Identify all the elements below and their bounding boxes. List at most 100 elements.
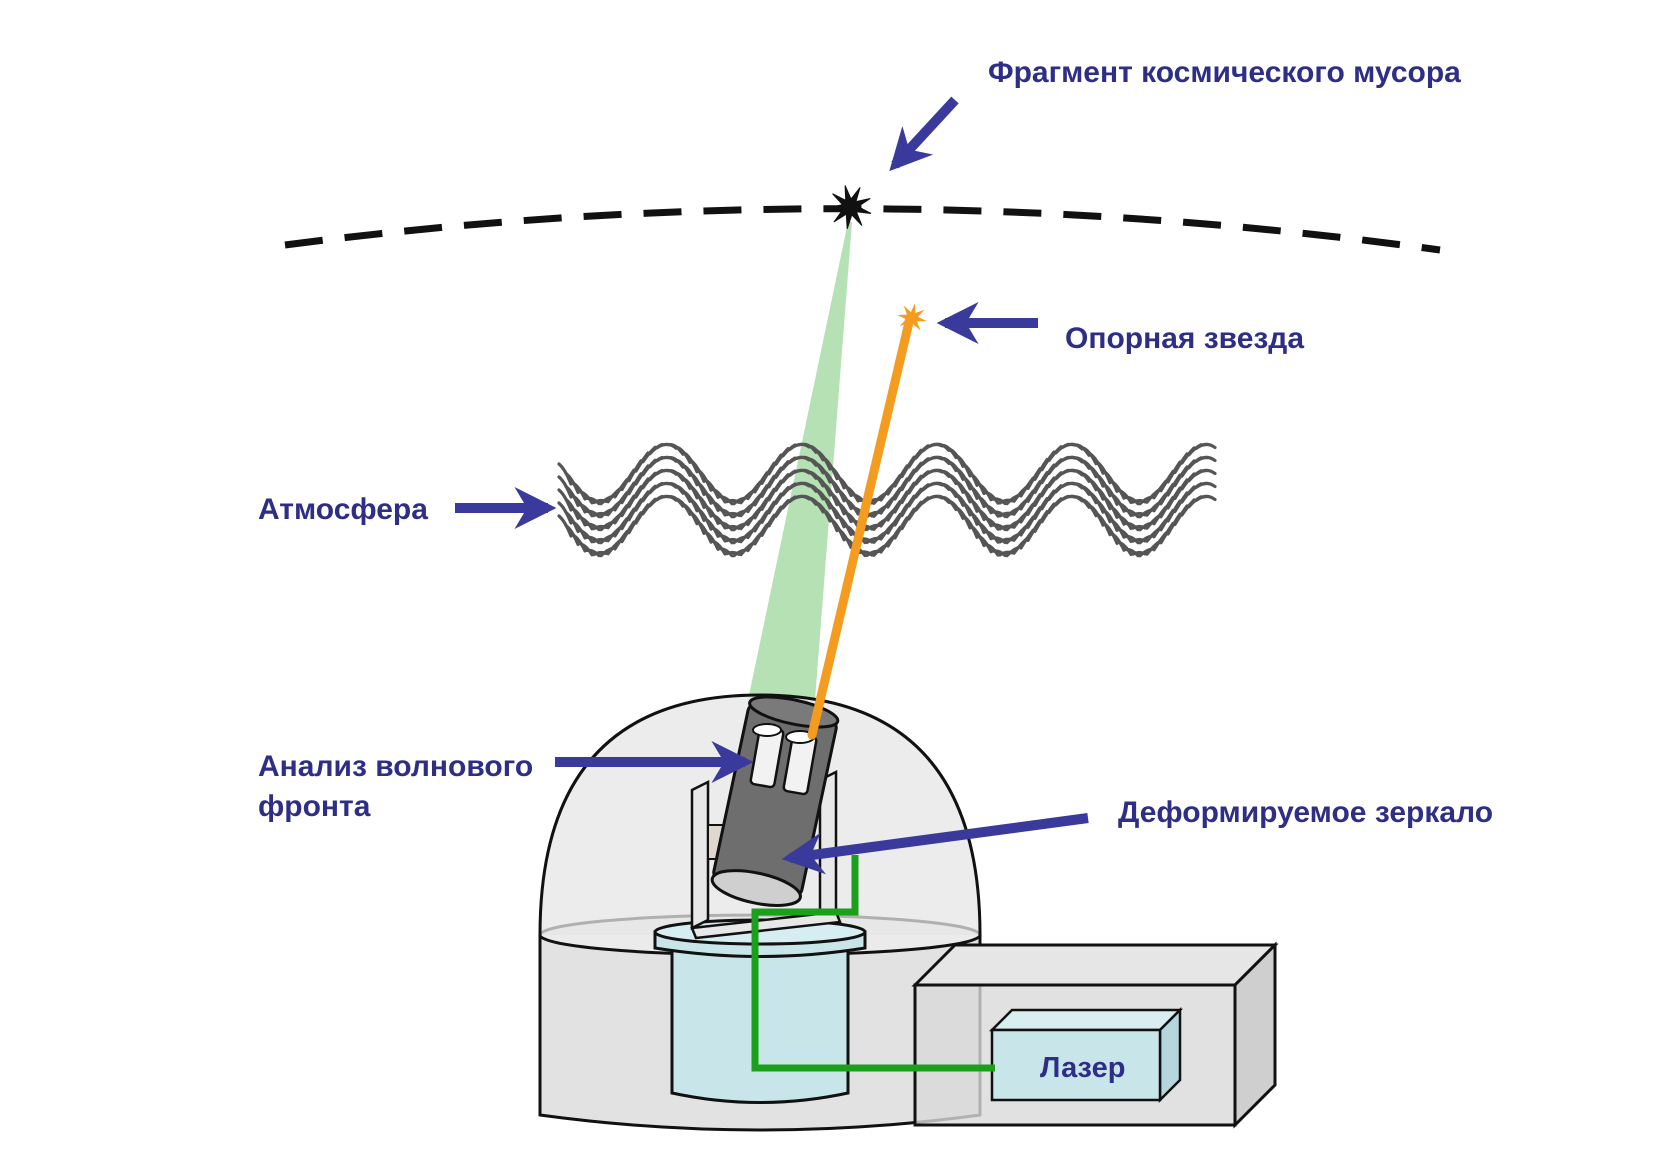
atmosphere-stroke	[984, 543, 1000, 557]
return-light-cone	[748, 222, 852, 700]
atmosphere-stroke	[1096, 474, 1112, 498]
atmosphere-stroke	[963, 463, 979, 487]
atmosphere-stroke	[1124, 547, 1140, 558]
atmosphere-stroke	[585, 496, 601, 506]
atmosphere-stroke	[578, 503, 594, 518]
atmosphere-stroke	[1201, 468, 1217, 476]
atmosphere-stroke	[970, 499, 986, 522]
telescope-pier	[653, 918, 867, 1104]
atmosphere-stroke	[1201, 455, 1217, 463]
atmosphere-stroke	[578, 516, 594, 531]
callout-arrows	[455, 96, 1089, 875]
atmosphere-stroke	[1089, 452, 1105, 475]
atmosphere-stroke	[837, 502, 853, 524]
atmosphere-stroke	[704, 491, 720, 512]
atmosphere-stroke	[970, 525, 986, 548]
atmosphere-stroke	[585, 535, 601, 545]
atmosphere-stroke	[823, 509, 839, 533]
atmosphere-stroke	[1110, 480, 1126, 500]
debris-arrow	[889, 96, 959, 172]
atmosphere-stroke	[1096, 461, 1112, 485]
atmosphere-stroke	[557, 488, 573, 512]
atmosphere-stroke	[984, 504, 1000, 518]
atmosphere-stroke	[711, 513, 727, 530]
atmosphere-stroke	[718, 508, 734, 519]
wavefront-sensors	[749, 723, 818, 796]
atmosphere-stroke	[823, 457, 839, 481]
atmosphere-stroke	[711, 526, 727, 543]
atmosphere-stroke	[1089, 478, 1105, 501]
laser-label: Лазер	[1040, 1052, 1125, 1084]
atmosphere-stroke	[697, 521, 713, 544]
atmosphere-stroke	[956, 494, 972, 517]
atmosphere-stroke	[1089, 465, 1105, 488]
atmosphere-stroke	[1089, 504, 1105, 527]
atmosphere-stroke	[970, 473, 986, 496]
atmosphere-stroke	[1117, 540, 1133, 557]
atmosphere-stroke	[823, 496, 839, 520]
atmosphere-stroke	[711, 500, 727, 517]
atmosphere-stroke	[718, 495, 734, 506]
atmosphere-stroke	[718, 534, 734, 545]
atmosphere-stroke	[977, 508, 993, 528]
atmosphere-stroke	[970, 512, 986, 535]
laser-housing	[911, 941, 1279, 1129]
atmosphere-stroke	[830, 479, 846, 503]
atmosphere-stroke	[557, 514, 573, 538]
atmosphere-stroke	[564, 510, 580, 534]
atmosphere-stroke	[1201, 481, 1217, 489]
atmosphere-stroke	[1110, 493, 1126, 513]
atmosphere-stroke	[977, 482, 993, 502]
atmosphere-stroke	[837, 489, 853, 511]
atmosphere-stroke	[963, 515, 979, 539]
laser-beam	[807, 313, 915, 740]
atmosphere-stroke	[984, 517, 1000, 531]
atmosphere-stroke	[1201, 494, 1217, 502]
atmosphere-stroke	[830, 505, 846, 529]
atmosphere-stroke	[984, 491, 1000, 505]
atmosphere-stroke	[585, 548, 601, 558]
atmosphere-stroke	[697, 508, 713, 531]
atmosphere-stroke	[1124, 521, 1140, 532]
atmosphere-stroke	[977, 534, 993, 554]
atmosphere-stroke	[1117, 514, 1133, 531]
atmosphere-stroke	[564, 471, 580, 495]
atmosphere-stroke	[564, 523, 580, 547]
atmosphere-stroke	[1089, 491, 1105, 514]
star-icon	[897, 303, 927, 333]
atmosphere-stroke	[585, 509, 601, 519]
atmosphere-stroke	[956, 468, 972, 491]
atmosphere-stroke	[823, 483, 839, 507]
atmosphere-stroke	[697, 495, 713, 518]
atmosphere-stroke	[718, 521, 734, 532]
atmosphere-stroke	[1103, 496, 1119, 519]
atmosphere-stroke	[977, 495, 993, 515]
guide-star-label: Опорная звезда	[1065, 322, 1304, 355]
atmosphere-stroke	[1103, 483, 1119, 506]
atmosphere-stroke	[571, 494, 587, 514]
atmosphere-stroke	[1110, 519, 1126, 539]
atmosphere-stroke	[704, 478, 720, 499]
atmosphere-stroke	[1110, 506, 1126, 526]
atmosphere-stroke	[690, 511, 706, 535]
atmosphere-stroke	[1096, 487, 1112, 511]
atmosphere-stroke	[963, 502, 979, 526]
atmosphere-stroke	[1117, 501, 1133, 518]
atmosphere-stroke	[956, 481, 972, 504]
atmosphere-stroke	[564, 497, 580, 521]
wavefront-label-line1: Анализ волнового	[258, 750, 533, 783]
atmosphere-stroke	[1103, 470, 1119, 493]
atmosphere-stroke	[571, 507, 587, 527]
atmosphere-stroke	[711, 539, 727, 556]
atmosphere-stroke	[585, 522, 601, 532]
atmosphere-stroke	[1096, 500, 1112, 524]
debris-label: Фрагмент космического мусора	[988, 56, 1461, 89]
atmosphere-stroke	[963, 476, 979, 500]
atmosphere-stroke	[837, 515, 853, 537]
atmosphere-stroke	[697, 469, 713, 492]
atmosphere-stroke	[970, 486, 986, 509]
atmosphere-stroke	[956, 507, 972, 530]
atmosphere-stroke	[578, 529, 594, 544]
atmosphere-stroke	[844, 485, 860, 503]
atmosphere-stroke	[718, 547, 734, 558]
